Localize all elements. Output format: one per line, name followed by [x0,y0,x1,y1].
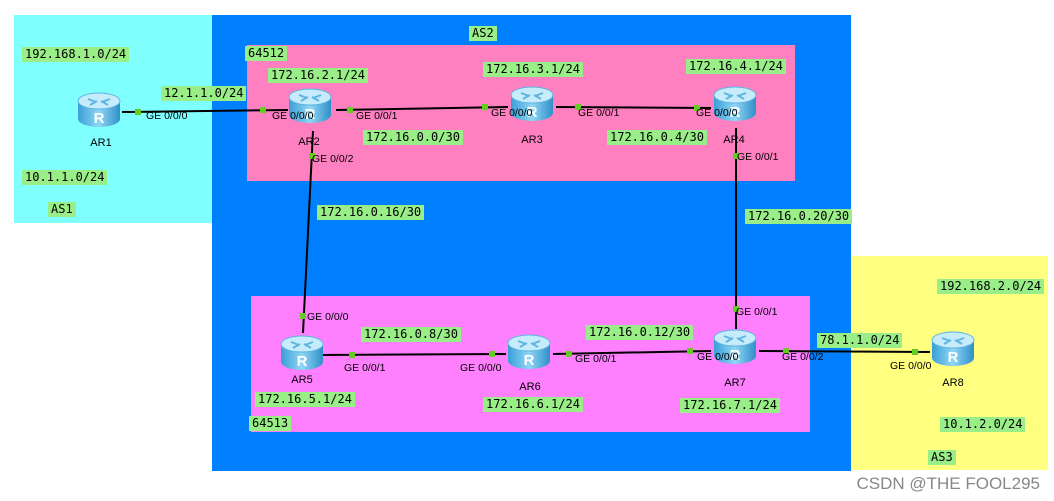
net-label: 78.1.1.0/24 [817,333,903,348]
svg-text:R: R [297,353,308,370]
iface-label: GE 0/0/0 [697,351,739,363]
router-label-ar7: AR7 [724,377,746,389]
net-label: 172.16.0.8/30 [361,327,461,342]
iface-label: GE 0/0/0 [307,311,349,323]
link-ar2-ar5 [302,130,314,334]
iface-label: GE 0/0/0 [696,107,738,119]
router-icon[interactable]: R [712,84,758,124]
port-ar2-g002 [309,153,315,159]
net-label: 192.168.2.0/24 [937,279,1045,294]
router-label-ar6: AR6 [519,381,541,393]
iface-label: GE 0/0/1 [356,110,398,122]
port-ar7-g001 [733,306,739,312]
net-label: 172.16.4.1/24 [686,59,786,74]
router-label-ar1: AR1 [90,137,112,149]
port-ar2-g001 [347,107,353,113]
link-ar2-ar3 [335,106,509,111]
iface-label: GE 0/0/1 [344,362,386,374]
iface-label: GE 0/0/1 [575,353,617,365]
router-icon[interactable]: R [76,90,122,130]
router-label-ar3: AR3 [521,134,543,146]
port-ar7-g000 [687,348,693,354]
svg-text:R: R [948,349,959,366]
iface-label: GE 0/0/0 [146,110,188,122]
link-ar6-ar7 [552,350,712,355]
iface-label: GE 0/0/0 [460,362,502,374]
svg-text:R: R [527,104,538,121]
router-icon[interactable]: R [930,329,976,369]
port-ar6-g000 [489,351,495,357]
net-label: 12.1.1.0/24 [161,86,247,101]
router-label-ar5: AR5 [291,374,313,386]
port-ar4-g001 [733,153,739,159]
iface-label: GE 0/0/0 [491,107,533,119]
iface-label: GE 0/0/0 [272,110,314,122]
net-label: 172.16.0.20/30 [745,209,853,224]
port-ar8-g000 [912,349,918,355]
router-label-ar8: AR8 [942,377,964,389]
port-ar3-g001 [575,104,581,110]
port-ar2-g000 [260,107,266,113]
net-label: 172.16.7.1/24 [680,398,780,413]
area-label-as3: AS3 [928,450,956,465]
svg-text:R: R [524,352,535,369]
svg-text:R: R [305,106,316,123]
iface-label: GE 0/0/0 [890,360,932,372]
net-label: 172.16.0.4/30 [607,130,707,145]
iface-label: GE 0/0/1 [737,151,779,163]
port-ar4-g000 [694,105,700,111]
router-label-ar4: AR4 [723,134,745,146]
iface-label: GE 0/0/1 [578,107,620,119]
net-label: 172.16.2.1/24 [268,68,368,83]
area-label-64512: 64512 [245,46,288,61]
area-label-as1: AS1 [48,202,76,217]
port-ar1-g000 [135,109,141,115]
router-icon[interactable]: R [287,86,333,126]
svg-text:R: R [730,347,741,364]
net-label: 172.16.0.16/30 [317,205,425,220]
router-icon[interactable]: R [712,327,758,367]
router-icon[interactable]: R [279,333,325,373]
watermark: CSDN @THE FOOL295 [856,474,1040,493]
net-label: 172.16.5.1/24 [255,392,355,407]
link-ar5-ar6 [319,353,507,356]
router-icon[interactable]: R [506,332,552,372]
port-ar5-g001 [349,352,355,358]
net-label: 172.16.0.12/30 [586,325,694,340]
net-label: 172.16.0.0/30 [363,130,463,145]
net-label: 192.168.1.0/24 [22,47,130,62]
link-ar3-ar4 [555,106,712,109]
iface-label: GE 0/0/1 [736,306,778,318]
area-label-64513: 64513 [249,416,292,431]
area-label-as2: AS2 [469,26,497,41]
iface-label: GE 0/0/2 [312,153,354,165]
net-label: 10.1.1.0/24 [22,170,108,185]
port-ar5-g000 [300,313,306,319]
svg-text:R: R [730,104,741,121]
iface-label: GE 0/0/2 [782,351,824,363]
router-icon[interactable]: R [509,84,555,124]
net-label: 172.16.3.1/24 [483,62,583,77]
port-ar6-g001 [566,351,572,357]
port-ar7-g002 [783,348,789,354]
svg-text:R: R [94,110,105,127]
net-label: 10.1.2.0/24 [940,417,1026,432]
router-label-ar2: AR2 [298,136,320,148]
port-ar3-g000 [482,104,488,110]
net-label: 172.16.6.1/24 [483,397,583,412]
